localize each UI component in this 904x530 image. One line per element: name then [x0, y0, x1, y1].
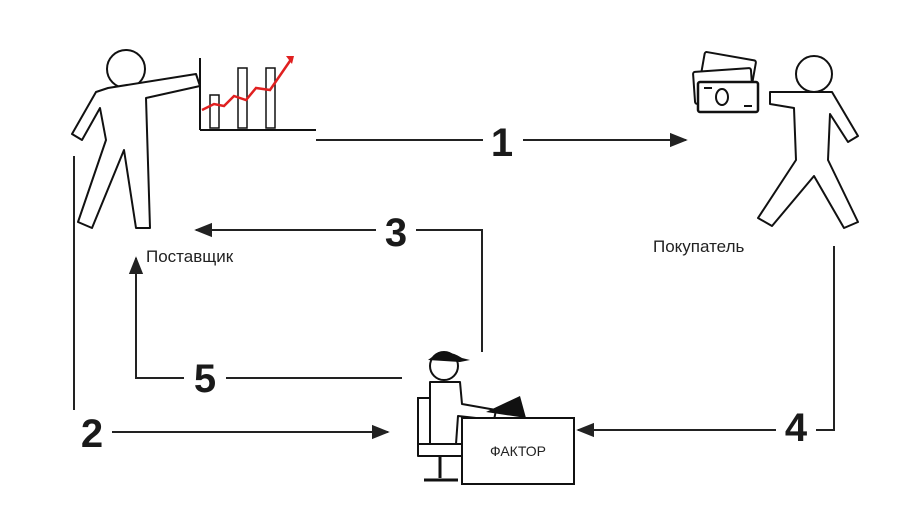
supplier-figure-icon	[71, 49, 201, 229]
buyer-figure-icon	[757, 55, 859, 229]
arrow-5	[128, 256, 402, 379]
growth-chart-icon	[199, 56, 316, 131]
money-icon	[692, 51, 760, 114]
factor-label: ФАКТОР	[490, 443, 546, 459]
arrow-4	[576, 246, 835, 438]
arrow-3	[194, 222, 483, 352]
arrow-2	[73, 156, 390, 440]
step-2-number: 2	[81, 412, 103, 456]
step-3-number: 3	[385, 211, 407, 255]
factor-desk	[461, 417, 575, 485]
step-5-number: 5	[194, 357, 216, 401]
buyer-label: Покупатель	[653, 237, 744, 256]
step-4-number: 4	[785, 406, 808, 450]
step-1-number: 1	[491, 121, 513, 165]
supplier-label: Поставщик	[146, 247, 234, 266]
